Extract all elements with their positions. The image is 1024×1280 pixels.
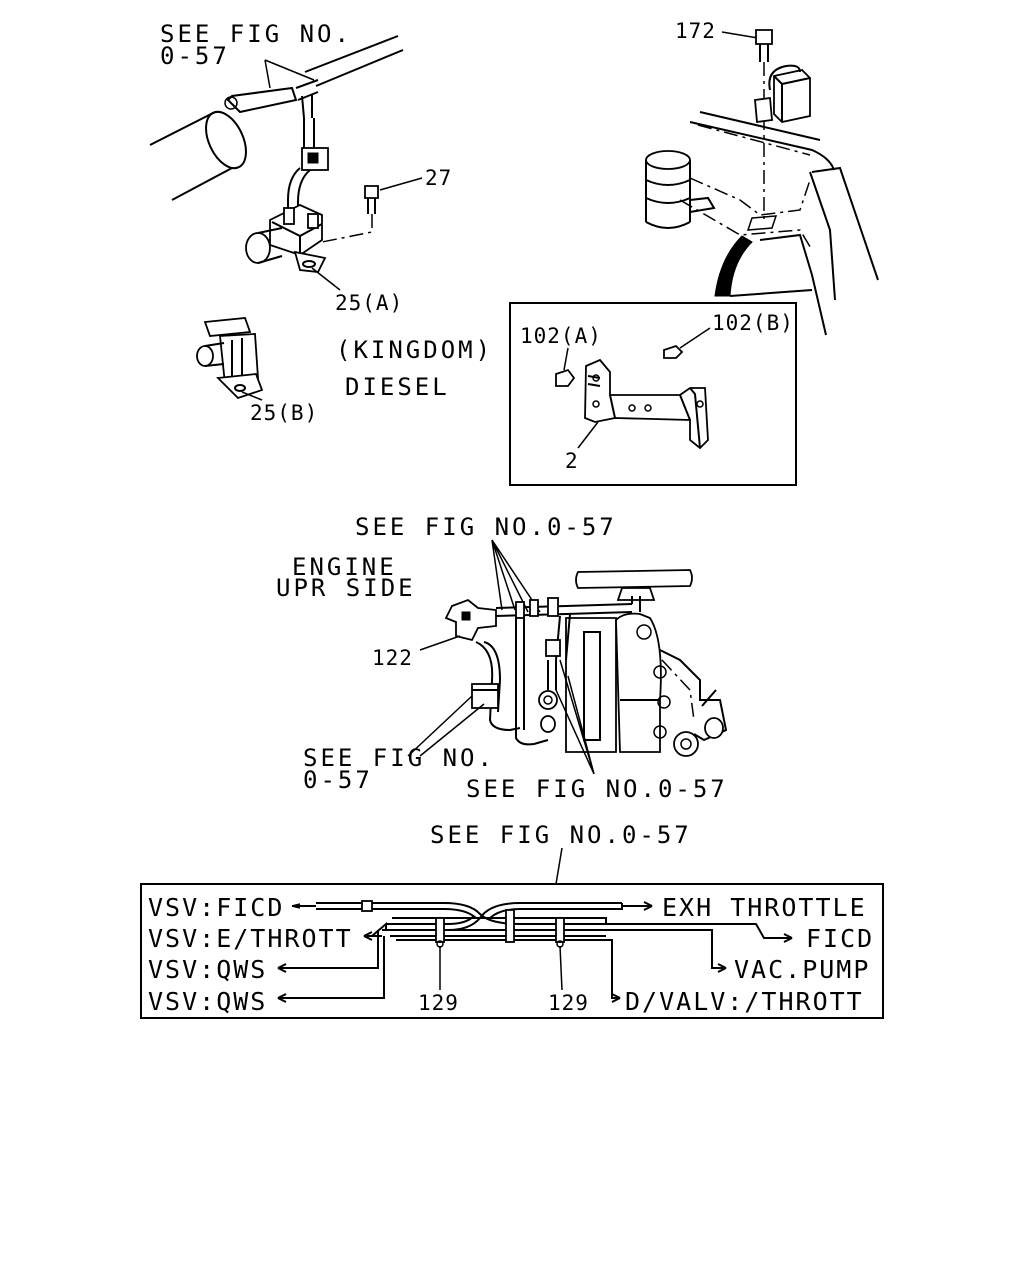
see-fig-label-middle-left-2: 0-57 [303, 766, 373, 794]
left-label-vsv-qws-1: VSV:QWS [148, 955, 267, 984]
right-label-ficd: FICD [806, 924, 874, 953]
part-102b-label: 102(B) [712, 311, 794, 335]
left-label-vsv-qws-2: VSV:QWS [148, 987, 267, 1016]
hose-diagram-frame [140, 883, 884, 1019]
part-25b-assembly: 25(B) [196, 317, 318, 425]
see-fig-label-middle-left-1: SEE FIG NO. [303, 744, 495, 772]
left-label-vsv-e-throtte: VSV:E/THROTT [148, 924, 353, 953]
part-2-label: 2 [565, 449, 579, 473]
see-fig-label-top-left-2: 0-57 [160, 42, 230, 70]
kingdom-label: (KINGDOM) [336, 336, 493, 364]
engine-upper-side: SEE FIG NO.0-57 ENGINE UPR SIDE 122 [276, 513, 728, 803]
hose-routing-diagram: SEE FIG NO.0-57 VSV:FICD VSV:E/THROTT VS… [140, 821, 884, 1019]
right-label-exh-throttle: EXH THROTTLE [662, 893, 867, 922]
right-label-vac-pump: VAC.PUMP [734, 955, 870, 984]
part-129-label-1: 129 [418, 991, 459, 1015]
part-122-label: 122 [372, 646, 413, 670]
part-129-label-2: 129 [548, 991, 589, 1015]
left-label-vsv-ficd: VSV:FICD [148, 893, 284, 922]
part-102a-label: 102(A) [520, 324, 602, 348]
top-left-assembly: 27 25(A) SEE FIG NO. 0-57 [149, 20, 452, 315]
diesel-label: DIESEL [345, 373, 450, 401]
see-fig-label-top-left-1: SEE FIG NO. [160, 20, 352, 48]
see-fig-label-bottom: SEE FIG NO.0-57 [430, 821, 692, 849]
part-172-label: 172 [675, 19, 716, 43]
part-27-label: 27 [425, 166, 452, 190]
part-25b-label: 25(B) [250, 401, 318, 425]
see-fig-label-middle-right: SEE FIG NO.0-57 [466, 775, 728, 803]
engine-label-2: UPR SIDE [276, 574, 416, 602]
top-right-assembly: 172 [645, 19, 879, 336]
engine-label-1: ENGINE [292, 553, 397, 581]
bracket-inset: 102(A) 102(B) 2 [509, 302, 797, 486]
right-label-d-valv-throtte: D/VALV:/THROTT [625, 987, 864, 1016]
part-25a-label: 25(A) [335, 291, 403, 315]
see-fig-label-middle-top: SEE FIG NO.0-57 [355, 513, 617, 541]
